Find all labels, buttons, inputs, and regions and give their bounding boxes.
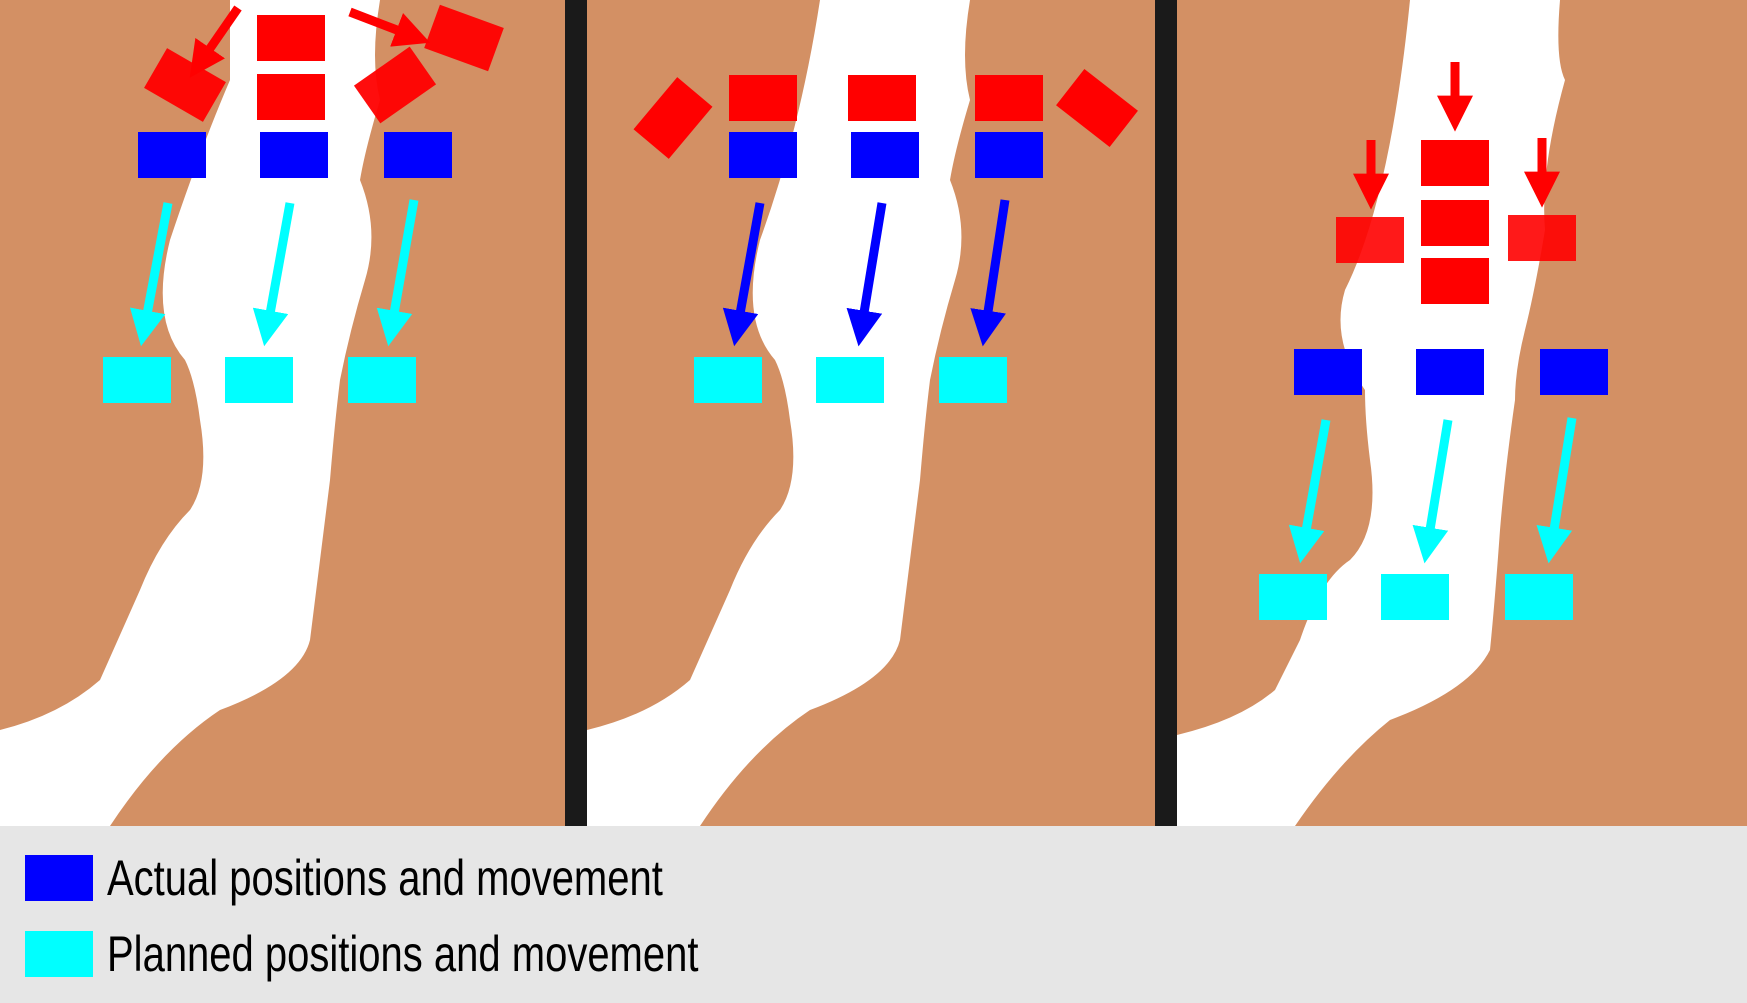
panel-divider — [1155, 0, 1177, 826]
actual-arrow — [722, 202, 765, 347]
enemy-unit — [257, 15, 325, 61]
panel-3 — [1177, 0, 1747, 826]
planned-unit — [694, 357, 762, 403]
enemy-unit — [1336, 217, 1404, 263]
planned-unit — [816, 357, 884, 403]
actual-unit — [851, 132, 919, 178]
planned-unit — [225, 357, 293, 403]
enemy-unit — [633, 77, 713, 159]
enemy-unit — [1056, 68, 1138, 148]
legend-swatch-actual — [25, 855, 93, 901]
planned-unit — [939, 357, 1007, 403]
planned-arrow — [1536, 417, 1577, 564]
enemy-unit — [257, 74, 325, 120]
planned-unit — [1259, 574, 1327, 620]
actual-unit — [1540, 349, 1608, 395]
planned-arrow — [1288, 419, 1331, 564]
legend-item-planned: Planned positions and movement — [25, 926, 846, 982]
enemy-unit — [1508, 215, 1576, 261]
actual-unit — [260, 132, 328, 178]
planned-arrow — [376, 199, 419, 347]
battle-diagram — [0, 0, 1747, 826]
enemy-unit — [353, 46, 437, 124]
planned-arrow — [1412, 419, 1453, 564]
actual-unit — [729, 132, 797, 178]
enemy-arrow — [348, 7, 431, 47]
actual-unit — [1294, 349, 1362, 395]
planned-arrow — [252, 202, 295, 347]
actual-unit — [384, 132, 452, 178]
panel-1 — [0, 0, 565, 826]
enemy-unit — [424, 4, 504, 72]
actual-arrow — [970, 199, 1010, 347]
panel-2 — [587, 0, 1155, 826]
legend: Actual positions and movement Planned po… — [0, 826, 1747, 1003]
planned-unit — [103, 357, 171, 403]
enemy-unit — [848, 75, 916, 121]
legend-label-actual: Actual positions and movement — [107, 850, 663, 906]
enemy-unit — [975, 75, 1043, 121]
enemy-unit — [729, 75, 797, 121]
enemy-unit — [1421, 200, 1489, 246]
actual-unit — [138, 132, 206, 178]
panel-2-river — [587, 0, 970, 826]
enemy-unit — [1421, 140, 1489, 186]
actual-arrow — [846, 202, 887, 347]
legend-item-actual: Actual positions and movement — [25, 850, 802, 906]
enemy-arrow — [189, 5, 242, 78]
planned-arrow — [129, 202, 173, 347]
planned-unit — [1381, 574, 1449, 620]
actual-unit — [1416, 349, 1484, 395]
legend-label-planned: Planned positions and movement — [107, 926, 699, 982]
enemy-unit — [144, 48, 226, 122]
actual-unit — [975, 132, 1043, 178]
planned-unit — [348, 357, 416, 403]
panel-divider — [565, 0, 587, 826]
legend-swatch-planned — [25, 931, 93, 977]
planned-unit — [1505, 574, 1573, 620]
enemy-unit — [1421, 258, 1489, 304]
